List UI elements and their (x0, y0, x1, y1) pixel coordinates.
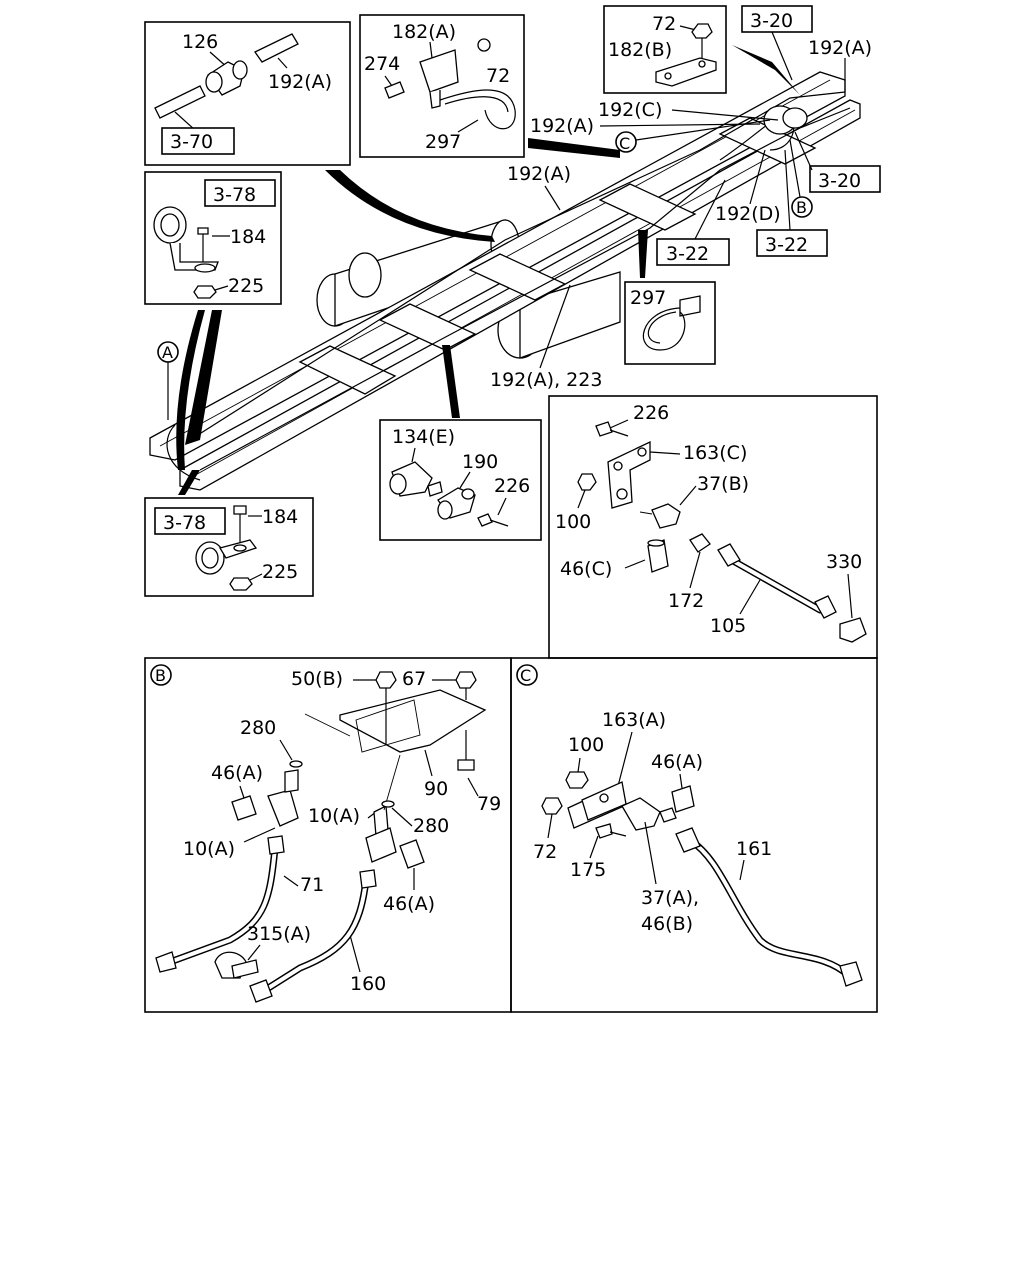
callout-192d: 192(D) (715, 203, 781, 225)
circle-c-main (615, 131, 637, 153)
callout-67: 67 (402, 668, 426, 690)
callout-37a: 37(A), (641, 887, 699, 909)
callout-315a: 315(A) (247, 923, 311, 945)
ref-3-22-a (656, 238, 730, 266)
svg-text:3-20: 3-20 (750, 10, 793, 32)
detail-box-bracket-182b: 72 182(B) (603, 5, 727, 94)
callout-46a-b2: 46(A) (383, 893, 435, 915)
callout-192a-mid: 192(A) (530, 115, 594, 137)
callout-46a-c: 46(A) (651, 751, 703, 773)
callout-226-right: 226 (633, 402, 669, 424)
svg-text:C: C (520, 666, 531, 685)
ref-3-20-right (809, 165, 881, 193)
svg-text:A: A (162, 343, 173, 362)
circle-b-main (791, 196, 813, 218)
svg-text:3-22: 3-22 (666, 243, 709, 265)
callout-46c: 46(C) (560, 558, 612, 580)
cross-member-3 (468, 253, 567, 301)
callout-90: 90 (424, 778, 448, 800)
callout-182a: 182(A) (392, 21, 456, 43)
callout-10a-right: 10(A) (308, 805, 360, 827)
callout-10a-left: 10(A) (183, 838, 235, 860)
callout-71: 71 (300, 874, 324, 896)
svg-text:3-70: 3-70 (170, 131, 213, 153)
ref-3-20-top (741, 5, 813, 33)
circle-c-detail (516, 664, 538, 686)
detail-box-union-126: 126 192(A) 3-70 (144, 21, 351, 166)
callout-225-top: 225 (228, 275, 264, 297)
callout-226-mid: 226 (494, 475, 530, 497)
cross-member-4 (598, 183, 697, 231)
callout-330: 330 (826, 551, 862, 573)
callout-79: 79 (477, 793, 501, 815)
callout-184-bottom: 184 (262, 506, 298, 528)
svg-text:B: B (155, 666, 166, 685)
circle-b-detail (150, 664, 172, 686)
svg-text:3-22: 3-22 (765, 234, 808, 256)
ref-3-22-b (756, 229, 828, 257)
brake-pipe-192a-upper (189, 91, 846, 441)
brake-pipe-192a-223 (199, 107, 851, 471)
callout-100-right: 100 (555, 511, 591, 533)
svg-text:3-78: 3-78 (213, 184, 256, 206)
callout-280-a: 280 (240, 717, 276, 739)
callout-274: 274 (364, 53, 400, 75)
callout-184-top: 184 (230, 226, 266, 248)
callout-100-c: 100 (568, 734, 604, 756)
callout-72-c: 72 (533, 841, 557, 863)
ref-3-70 (161, 127, 235, 155)
svg-text:3-20: 3-20 (818, 170, 861, 192)
callout-190: 190 (462, 451, 498, 473)
callout-297-right: 297 (630, 287, 666, 309)
bracket-90 (339, 689, 487, 753)
cross-member-2 (378, 303, 477, 351)
cross-member-1 (298, 345, 397, 395)
callout-192a: 192(A) (268, 71, 332, 93)
svg-text:C: C (619, 134, 630, 153)
detail-box-tee-190: 134(E) 190 226 (379, 419, 542, 541)
ref-3-78-top (204, 179, 276, 207)
callout-46b: 46(B) (641, 913, 693, 935)
callout-50b: 50(B) (291, 668, 343, 690)
detail-box-bracket-163c: 226 163(C) 37(B) 100 46(C) 172 105 330 (548, 395, 878, 659)
callout-192a-tr: 192(A) (808, 37, 872, 59)
callout-280-b: 280 (413, 815, 449, 837)
callout-297: 297 (425, 131, 461, 153)
ref-3-78-bottom (154, 507, 226, 535)
detail-box-clip-184-bottom: 3-78 184 225 (144, 497, 314, 597)
callout-37b: 37(B) (697, 473, 749, 495)
svg-text:3-78: 3-78 (163, 512, 206, 534)
detail-b-panel: B 50(B) 67 280 90 79 46(A) 10(A) 10(A) (144, 657, 512, 1013)
callout-134e: 134(E) (392, 426, 455, 448)
detail-box-clip-184-top: 3-78 184 225 (144, 171, 282, 305)
callout-105: 105 (710, 615, 746, 637)
callout-72-tr: 72 (652, 13, 676, 35)
callout-161: 161 (736, 838, 772, 860)
callout-72: 72 (486, 65, 510, 87)
callout-175: 175 (570, 859, 606, 881)
callout-46a-b: 46(A) (211, 762, 263, 784)
callout-225-bottom: 225 (262, 561, 298, 583)
callout-192a-223: 192(A), 223 (490, 369, 602, 391)
detail-c-panel: C 163(A) 100 46(A) 72 175 37(A), 46(B) 1… (510, 657, 878, 1013)
callout-126: 126 (182, 31, 218, 53)
callout-163c: 163(C) (683, 442, 747, 464)
callout-192c: 192(C) (598, 99, 662, 121)
detail-box-tie-297: 297 (624, 281, 716, 365)
detail-box-bracket-182a: 182(A) 274 72 297 (359, 14, 525, 158)
chassis-frame (149, 71, 861, 491)
callout-172: 172 (668, 590, 704, 612)
svg-text:B: B (796, 198, 807, 217)
callout-182b: 182(B) (608, 39, 672, 61)
callout-192a-frame: 192(A) (507, 163, 571, 185)
callout-163a: 163(A) (602, 709, 666, 731)
callout-160: 160 (350, 973, 386, 995)
